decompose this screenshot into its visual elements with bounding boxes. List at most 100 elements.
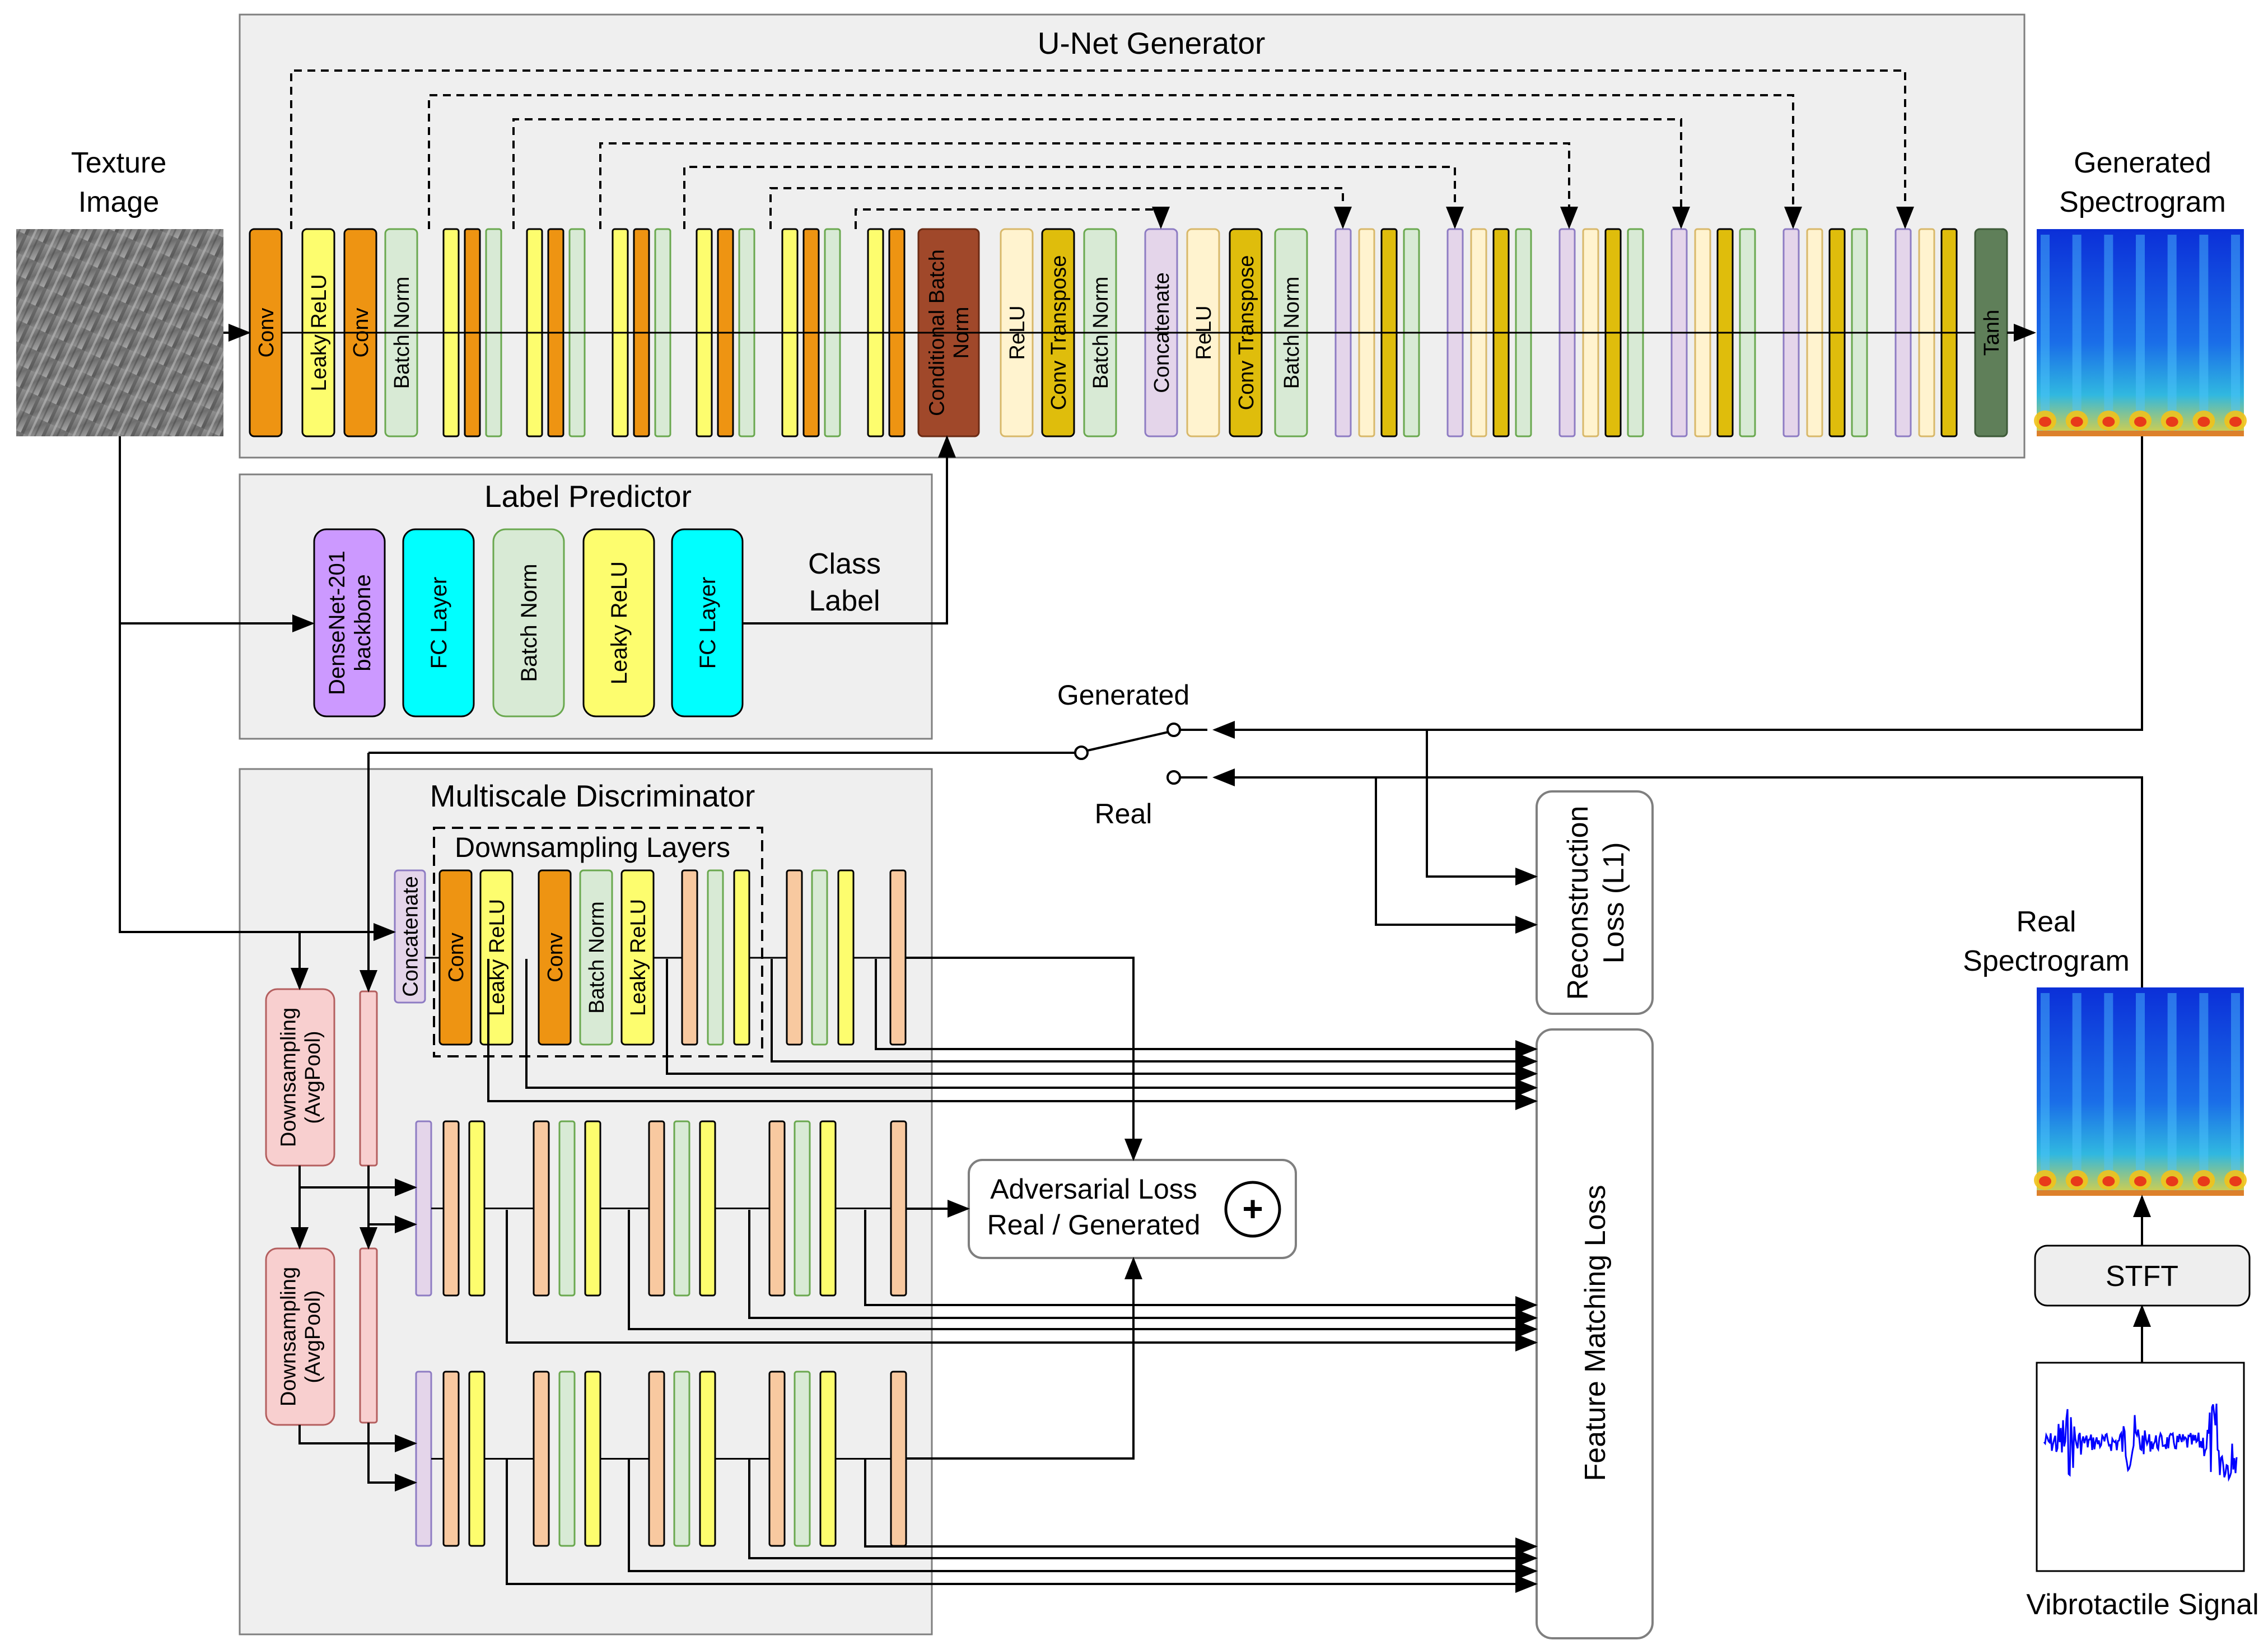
lp-block-3: Batch Norm xyxy=(492,528,565,717)
label-predictor-blocks: DenseNet-201backbone FC Layer Batch Norm Le… xyxy=(313,528,744,717)
disc-concatenate: Concatenate xyxy=(394,869,426,1004)
disc-s2-layer-4 xyxy=(533,1120,550,1297)
fm-scale2-1 xyxy=(864,1210,1538,1314)
disc-s1-layer-7 xyxy=(889,869,907,1046)
lp-block-1-label: DenseNet-201backbone xyxy=(325,551,375,695)
fm-scale3-1 xyxy=(864,1460,1538,1555)
generated-spectrogram-to-switch xyxy=(1212,436,2143,739)
vibrotactile-waveform xyxy=(2043,1404,2238,1482)
fm-scale2-2 xyxy=(748,1210,1538,1327)
disc-s3-layer-11 xyxy=(794,1371,811,1547)
vibrotactile-signal-plot xyxy=(2036,1362,2245,1572)
disc-conv-2: Conv xyxy=(538,869,572,1046)
disc-s1-layer-2 xyxy=(707,869,724,1046)
disc-s1-layer-6 xyxy=(837,869,855,1046)
disc-s2-layer-1 xyxy=(415,1120,432,1297)
generated-spectrogram xyxy=(2034,229,2247,436)
real-spectrogram-to-switch xyxy=(1212,768,2143,987)
disc-s3-layer-8 xyxy=(673,1371,690,1547)
disc-s3-layer-7 xyxy=(648,1371,665,1547)
disc-s2-layer-9 xyxy=(699,1120,716,1297)
scale-1-to-adversarial xyxy=(906,957,1142,1161)
disc-s3-layer-6 xyxy=(584,1371,601,1547)
disc-s2-layer-13 xyxy=(890,1120,907,1297)
stft-label: STFT xyxy=(2106,1260,2178,1293)
downsampling-layers-title: Downsampling Layers xyxy=(455,832,730,863)
disc-s3-layer-12 xyxy=(819,1371,837,1547)
skip-connection-6 xyxy=(769,187,1352,229)
disc-generated-downsample-2 xyxy=(359,1247,378,1424)
lp-block-2: FC Layer xyxy=(402,528,475,717)
plus-symbol: + xyxy=(1242,1189,1263,1229)
real-spectrogram xyxy=(2034,987,2247,1196)
downsampling-2-to-scale-3 xyxy=(298,1425,417,1452)
gen-downsample-2-to-scale-3 xyxy=(367,1423,417,1492)
disc-downsampling-1: Downsampling(AvgPool) xyxy=(265,988,335,1167)
disc-s1-layer-3 xyxy=(733,869,750,1046)
disc-s2-layer-5 xyxy=(558,1120,576,1297)
lp-block-5: FC Layer xyxy=(671,528,744,717)
skip-connection-2 xyxy=(428,94,1802,229)
lp-block-3-label: Batch Norm xyxy=(517,563,542,682)
generator-title: U-Net Generator xyxy=(1038,26,1266,60)
fm-scale1-1 xyxy=(875,959,1538,1058)
vibrotactile-signal-label: Vibrotactile Signal xyxy=(2026,1588,2258,1621)
disc-s2-layer-7 xyxy=(648,1120,665,1297)
disc-leaky-relu-2: Leaky ReLU xyxy=(620,869,655,1046)
plus-icon xyxy=(1224,1181,1281,1238)
disc-s3-layer-10 xyxy=(768,1371,786,1547)
disc-s3-layer-4 xyxy=(533,1371,550,1547)
lp-block-2-label: FC Layer xyxy=(427,577,451,669)
fm-scale1-4 xyxy=(525,959,1538,1097)
class-label-to-cond-bn-arrow xyxy=(743,435,956,625)
feature-matching-loss-label: Feature Matching Loss xyxy=(1579,1185,1612,1481)
skip-connection-4 xyxy=(599,142,1578,229)
disc-s3-layer-5 xyxy=(558,1371,576,1547)
disc-s2-layer-3 xyxy=(468,1120,486,1297)
label-predictor-title: Label Predictor xyxy=(484,479,692,514)
lp-block-5-label: FC Layer xyxy=(696,577,720,669)
fm-scale2-4 xyxy=(506,1210,1538,1352)
fm-scale3-4 xyxy=(506,1460,1538,1593)
disc-downsampling-2: Downsampling(AvgPool) xyxy=(265,1247,335,1426)
disc-s1-layer-4 xyxy=(786,869,803,1046)
disc-s3-layer-9 xyxy=(699,1371,716,1547)
lp-block-4-label: Leaky ReLU xyxy=(607,561,632,684)
disc-conv-1-label: Conv xyxy=(445,933,468,982)
disc-s2-layer-12 xyxy=(819,1120,837,1297)
gen-conv-1-label: Conv xyxy=(255,308,278,358)
real-to-reconstruction xyxy=(1375,777,1538,934)
lp-block-1: DenseNet-201backbone xyxy=(313,528,386,717)
disc-s2-layer-2 xyxy=(442,1120,460,1297)
disc-leaky-relu-1: Leaky ReLU xyxy=(479,869,514,1046)
switch-generated-label: Generated xyxy=(1057,679,1189,711)
generator-panel xyxy=(239,13,2026,459)
discriminator-connections xyxy=(425,957,891,1460)
gen-tanh-label: Tanh xyxy=(1980,310,2004,356)
disc-s2-layer-6 xyxy=(584,1120,601,1297)
disc-batch-norm-1: Batch Norm xyxy=(579,869,613,1046)
disc-generated-downsample-1 xyxy=(359,990,378,1167)
disc-s3-layer-2 xyxy=(442,1371,460,1547)
texture-image xyxy=(16,229,223,436)
fm-scale2-3 xyxy=(628,1210,1538,1338)
fm-scale1-3 xyxy=(666,959,1538,1083)
reconstruction-loss-box xyxy=(1536,790,1654,1015)
gen-conv-1: Conv xyxy=(249,228,283,437)
skip-connection-3 xyxy=(512,118,1690,229)
fm-scale3-2 xyxy=(748,1460,1538,1567)
downsampling-layers-group xyxy=(433,827,763,1057)
disc-s2-layer-8 xyxy=(673,1120,690,1297)
disc-s2-layer-10 xyxy=(768,1120,786,1297)
fm-scale1-5 xyxy=(487,959,1538,1110)
scale-3-to-adversarial xyxy=(906,1257,1142,1460)
disc-concatenate-label: Concatenate xyxy=(399,876,422,997)
disc-s3-layer-3 xyxy=(468,1371,486,1547)
disc-conv-2-label: Conv xyxy=(544,933,567,982)
switch-real-label: Real xyxy=(1095,798,1152,830)
